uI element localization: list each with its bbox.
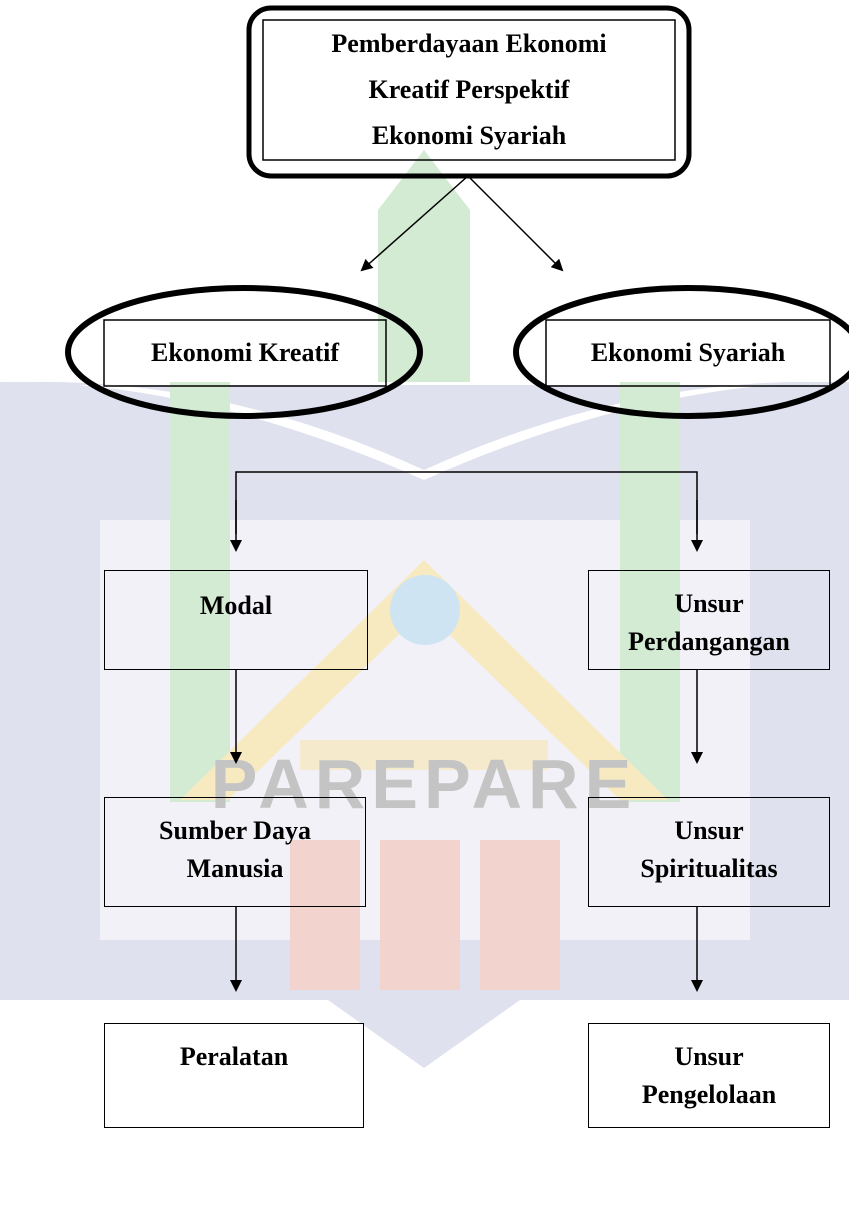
oval-right-rect xyxy=(545,319,831,387)
watermark-text: PAREPARE xyxy=(211,745,638,823)
node-pengelolaan-line-2: Pengelolaan xyxy=(641,1080,777,1109)
node-peralatan-label: Peralatan xyxy=(179,1042,289,1071)
node-sumber-daya-manusia: Sumber Daya Manusia xyxy=(104,797,366,907)
node-peralatan: Peralatan xyxy=(104,1023,364,1128)
node-unsur-pengelolaan: Unsur Pengelolaan xyxy=(588,1023,830,1128)
node-unsur-spiritualitas: Unsur Spiritualitas xyxy=(588,797,830,907)
right-branch-heading: Ekonomi Syariah xyxy=(590,338,786,367)
node-sdm-line-1: Sumber Daya xyxy=(159,816,311,845)
node-modal-label: Modal xyxy=(199,591,273,620)
oval-right xyxy=(513,285,849,419)
watermark-green-left xyxy=(170,382,230,802)
root-node: Pemberdayaan Ekonomi Kreatif Perspektif … xyxy=(263,20,675,160)
watermark-green-right xyxy=(620,382,680,802)
watermark-red xyxy=(290,840,560,990)
node-spiritualitas-line-2: Spiritualitas xyxy=(640,854,778,883)
root-inner-frame xyxy=(262,19,676,161)
arrow-root-to-right xyxy=(467,175,564,272)
root-line-2: Kreatif Perspektif xyxy=(368,75,570,104)
node-sdm-line-2: Manusia xyxy=(186,854,284,883)
root-line-1: Pemberdayaan Ekonomi xyxy=(331,29,607,58)
watermark-globe xyxy=(390,575,460,645)
node-pengelolaan-line-1: Unsur xyxy=(674,1042,744,1071)
root-line-3: Ekonomi Syariah xyxy=(371,121,567,150)
node-spiritualitas-line-1: Unsur xyxy=(674,816,744,845)
split-connector xyxy=(235,471,698,534)
oval-left-rect xyxy=(103,319,387,387)
node-perdagangan-line-2: Perdangangan xyxy=(628,627,790,656)
node-modal: Modal xyxy=(104,570,368,670)
node-unsur-perdagangan: Unsur Perdangangan xyxy=(588,570,830,670)
node-perdagangan-line-1: Unsur xyxy=(674,589,744,618)
left-branch-heading: Ekonomi Kreatif xyxy=(150,338,340,367)
oval-left xyxy=(65,285,423,419)
arrow-root-to-left xyxy=(360,175,469,272)
